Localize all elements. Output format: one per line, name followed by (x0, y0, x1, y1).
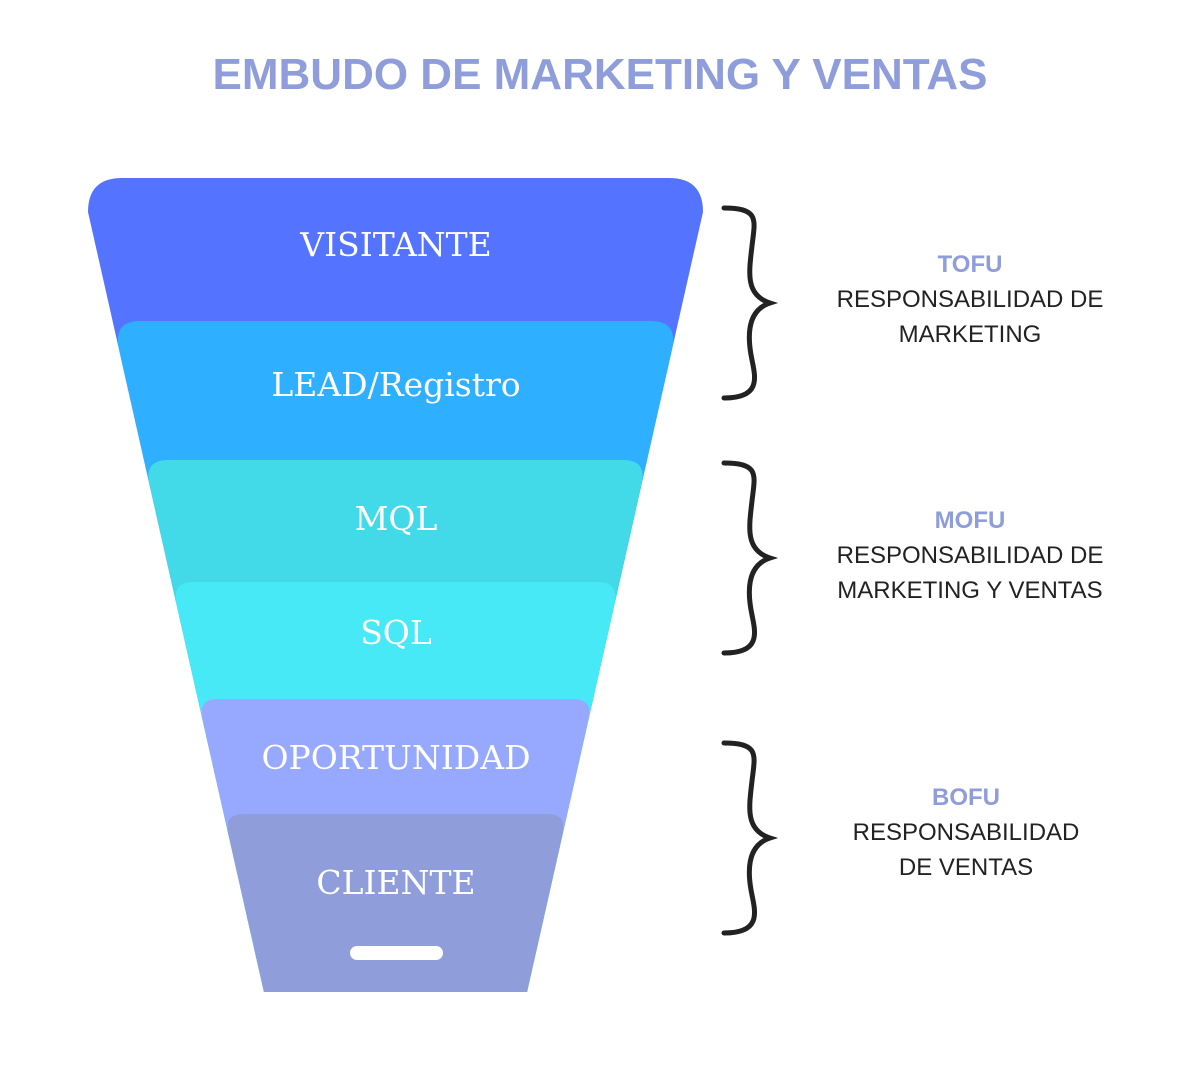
stage-line: RESPONSABILIDAD (852, 819, 1080, 846)
stage-line: RESPONSABILIDAD DE (836, 542, 1104, 569)
funnel-label: SQL (360, 613, 432, 652)
stage-line: MARKETING Y VENTAS (837, 577, 1103, 604)
curly-brace-icon (721, 205, 779, 401)
stage-bofu: BOFU RESPONSABILIDAD DE VENTAS (796, 780, 1136, 885)
funnel-label: LEAD/Registro (271, 365, 520, 404)
curly-brace-icon (721, 460, 779, 656)
stage-mofu: MOFU RESPONSABILIDAD DE MARKETING Y VENT… (800, 503, 1140, 608)
curly-brace-icon (721, 740, 779, 936)
funnel-label: VISITANTE (299, 225, 492, 264)
funnel-layer-cliente (227, 814, 564, 992)
funnel-bottom-pill (350, 946, 443, 960)
stage-tag: TOFU (937, 251, 1003, 278)
funnel-label: MQL (355, 499, 438, 538)
diagram-title: EMBUDO DE MARKETING Y VENTAS (212, 50, 988, 99)
stage-line: DE VENTAS (898, 854, 1034, 881)
stage-tag: MOFU (934, 507, 1006, 534)
stage-line: RESPONSABILIDAD DE (836, 286, 1104, 313)
stage-line: MARKETING (898, 321, 1042, 348)
stage-tag: BOFU (932, 784, 1000, 811)
funnel-label: OPORTUNIDAD (261, 738, 530, 777)
funnel-label: CLIENTE (316, 863, 475, 902)
stage-tofu: TOFU RESPONSABILIDAD DE MARKETING (800, 247, 1140, 352)
